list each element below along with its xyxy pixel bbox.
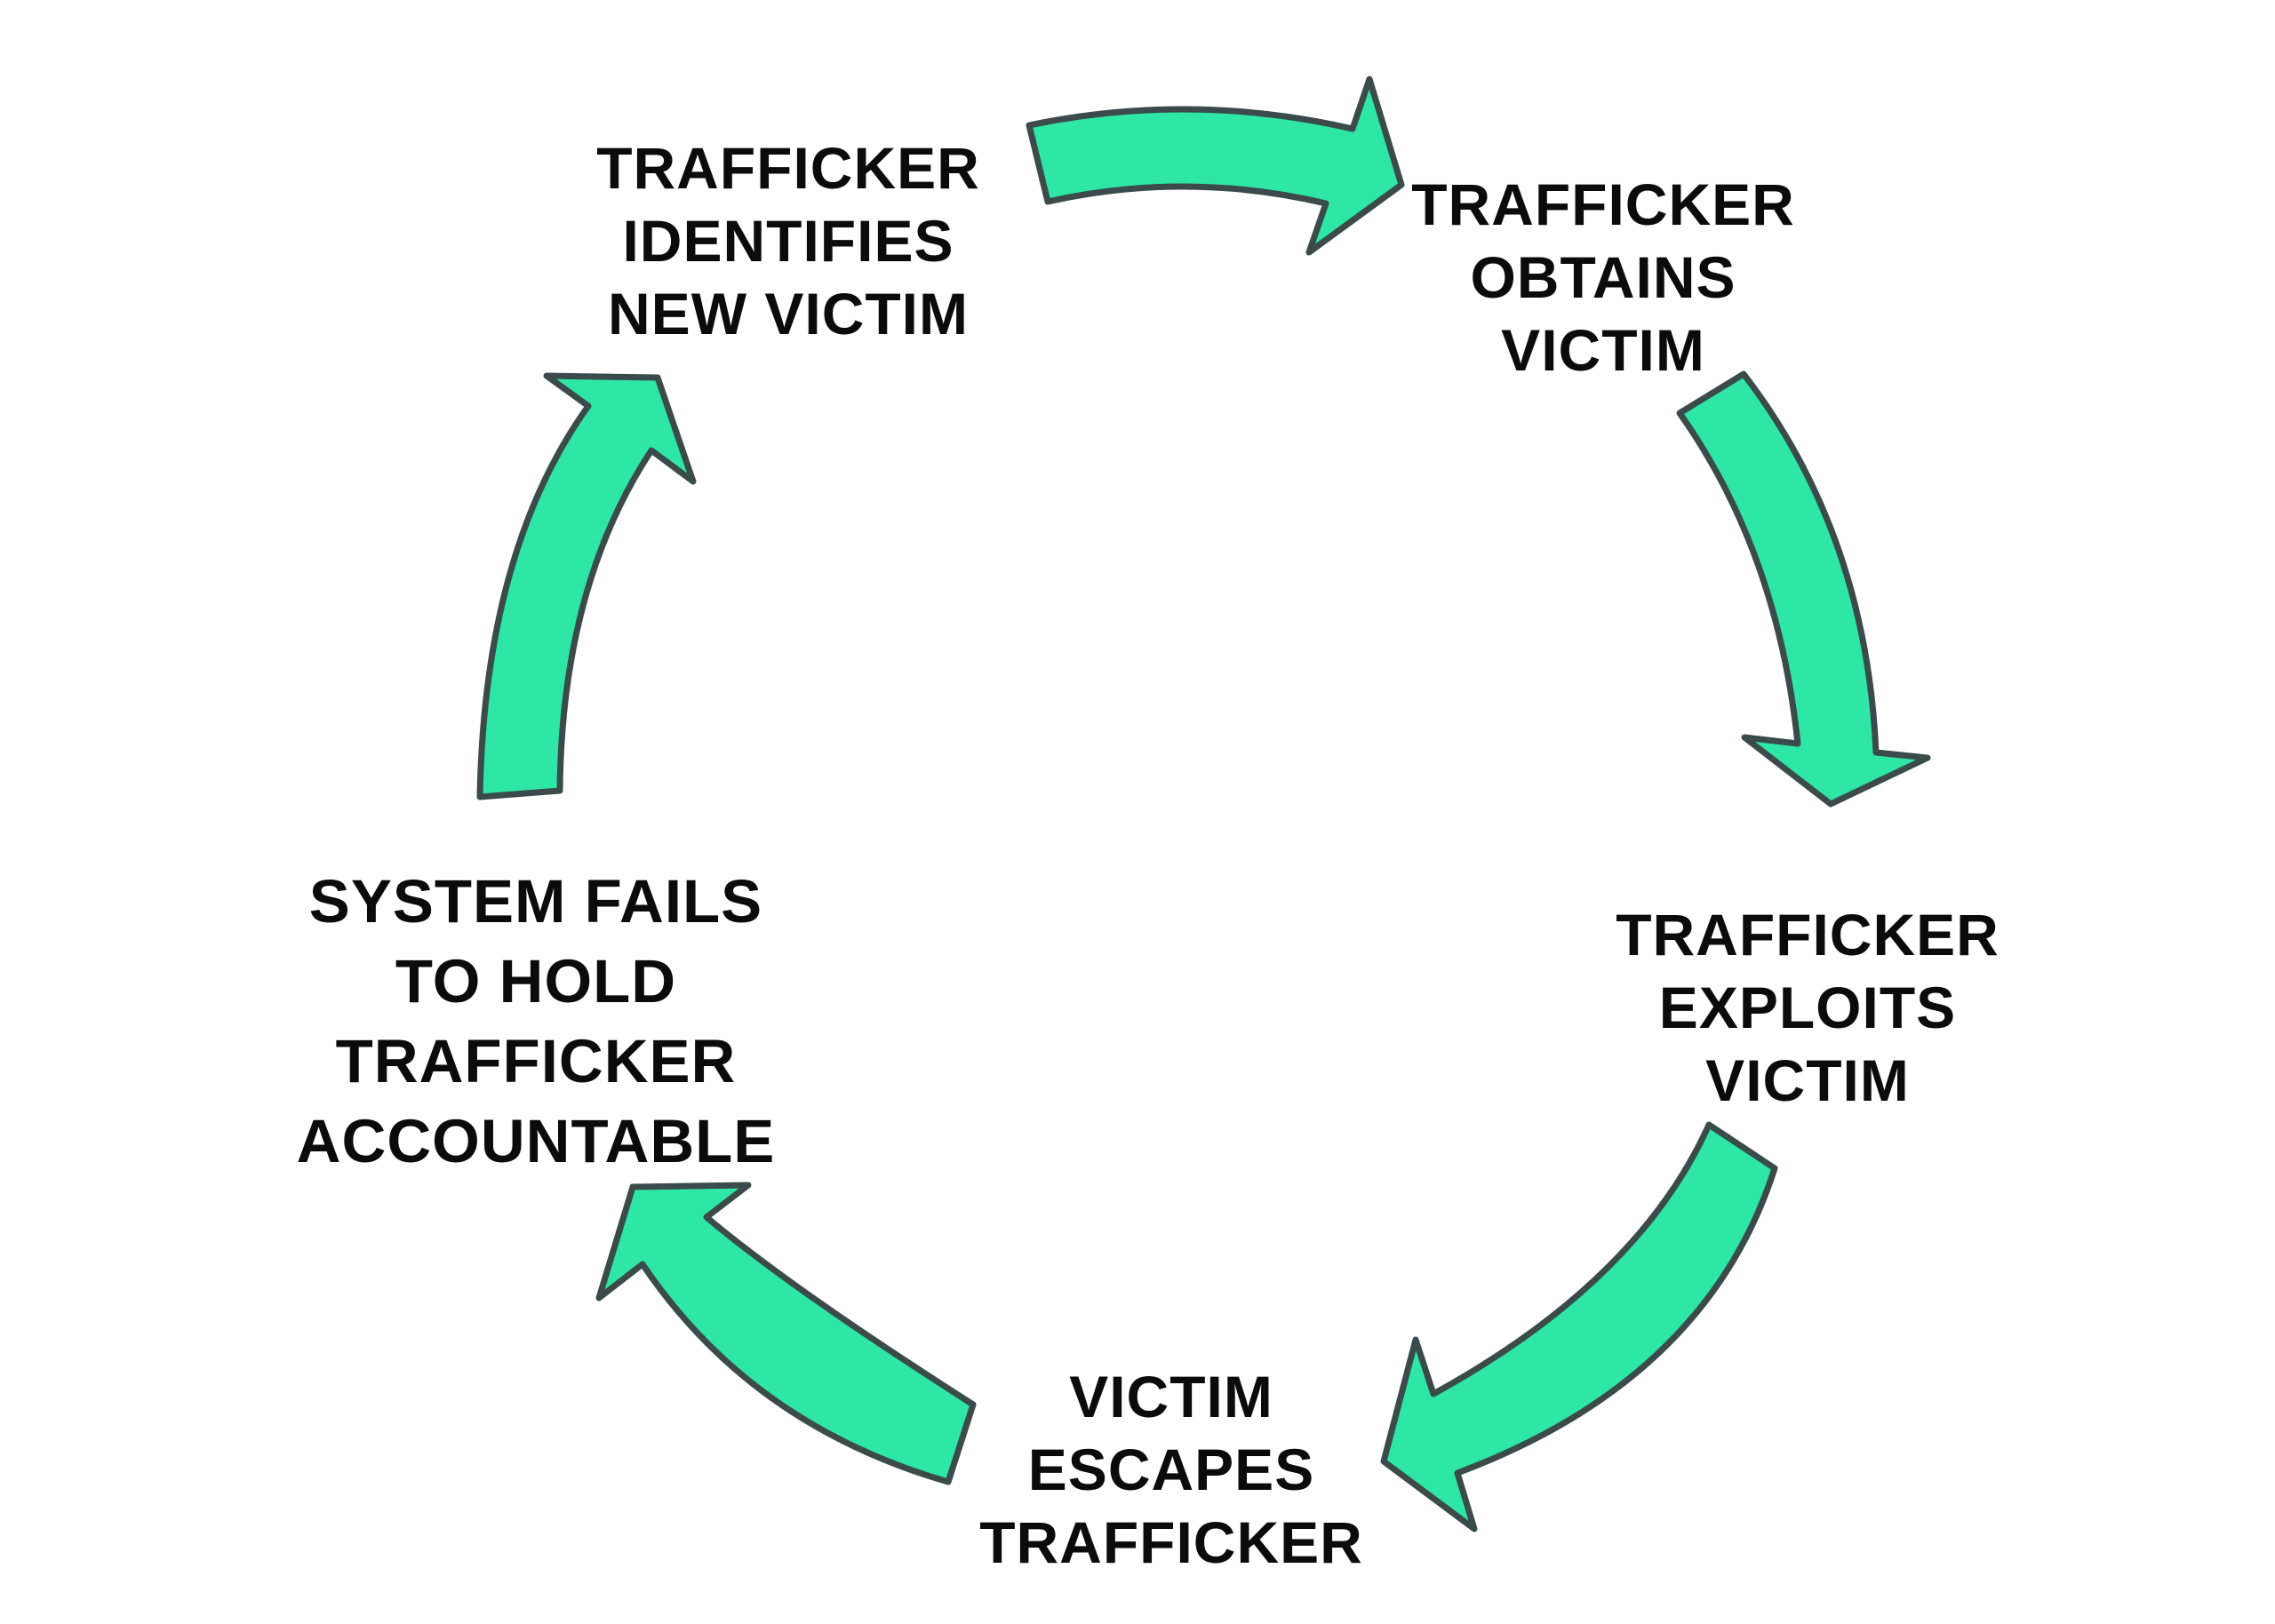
step-label-line: SYSTEM FAILS [308,867,763,935]
step-system-fails-to-hold-trafficker-accountable: SYSTEM FAILS TO HOLD TRAFFICKER ACCOUNTA… [225,862,847,1182]
step-label-line: EXPLOITS [1658,975,1957,1040]
step-trafficker-exploits-victim: TRAFFICKER EXPLOITS VICTIM [1497,898,2119,1117]
arrow-escapes-to-system-fails [595,1182,977,1485]
step-label-line: TRAFFICKER [335,1027,737,1095]
step-label-line: TRAFFICKER [1616,902,2000,967]
step-victim-escapes-trafficker: VICTIM ESCAPES TRAFFICKER [860,1360,1482,1579]
step-trafficker-identifies-new-victim: TRAFFICKER IDENTIFIES NEW VICTIM [477,131,1099,350]
arrow-system-fails-to-identifies [476,372,697,800]
step-label-line: IDENTIFIES [622,208,954,274]
arrow-identifies-to-obtains [1026,76,1405,256]
step-label-line: NEW VICTIM [608,281,969,346]
step-label-line: TRAFFICKER [979,1509,1363,1575]
arrow-obtains-to-exploits [1676,370,1931,808]
step-label-line: TO HOLD [395,947,677,1015]
step-label-line: TRAFFICKER [1411,171,1795,237]
step-label-line: VICTIM [1501,317,1705,383]
step-label-line: TRAFFICKER [596,135,980,201]
arrow-exploits-to-escapes [1380,1121,1778,1532]
step-label-line: VICTIM [1705,1047,1910,1113]
step-trafficker-obtains-victim: TRAFFICKER OBTAINS VICTIM [1292,168,1914,386]
step-label-line: OBTAINS [1470,244,1736,310]
step-label-line: ESCAPES [1027,1437,1315,1502]
step-label-line: ACCOUNTABLE [296,1107,776,1175]
step-label-line: VICTIM [1069,1364,1273,1429]
